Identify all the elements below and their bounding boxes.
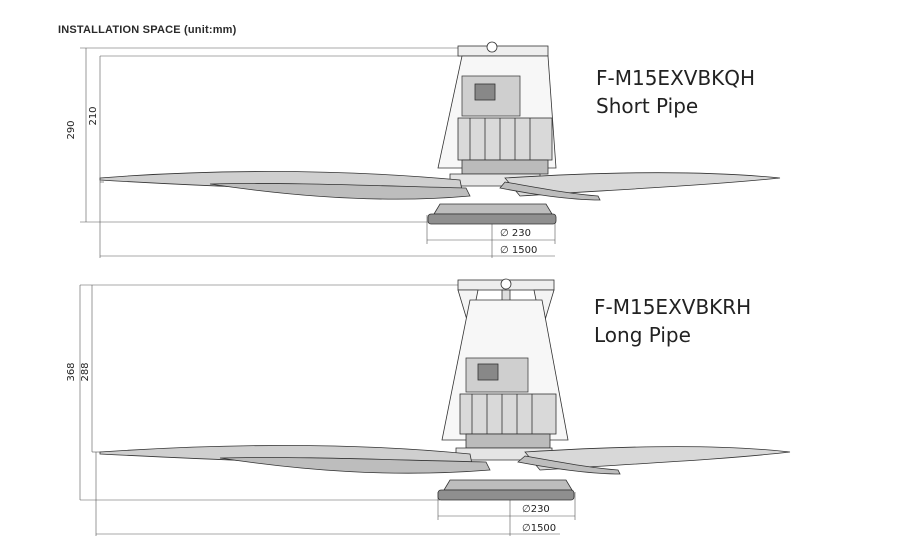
motor-housing [437,55,557,187]
fan-long-pipe-drawing: 368 288 ∅230 ∅1500 [66,278,791,536]
canopy-diameter-label: ∅230 [522,504,550,515]
blade-span-label: ∅1500 [522,523,556,534]
dimension-lines [79,284,576,536]
total-height-label: 368 [66,362,77,381]
model-label-short: F-M15EXVBKQH Short Pipe [596,64,755,120]
light-canopy [427,203,557,225]
blade-span-label: ∅ 1500 [500,245,537,256]
motor-housing [441,299,569,461]
pipe-height-label: 288 [80,362,91,381]
fan-blades [99,171,781,201]
pipe-type: Long Pipe [594,323,691,347]
pipe-height-label: 210 [88,106,99,125]
fan-short-pipe-drawing: 290 210 ∅ 230 ∅ 1500 [66,41,781,258]
light-canopy [437,479,575,501]
fan-blades [99,445,791,475]
canopy-diameter-label: ∅ 230 [500,228,531,239]
model-number: F-M15EXVBKQH [596,66,756,90]
model-number: F-M15EXVBKRH [594,295,752,319]
total-height-label: 290 [66,120,77,139]
model-label-long: F-M15EXVBKRH Long Pipe [594,293,751,349]
section-title: INSTALLATION SPACE (unit:mm) [58,24,237,36]
dimension-lines [80,47,556,258]
pipe-type: Short Pipe [596,94,699,118]
